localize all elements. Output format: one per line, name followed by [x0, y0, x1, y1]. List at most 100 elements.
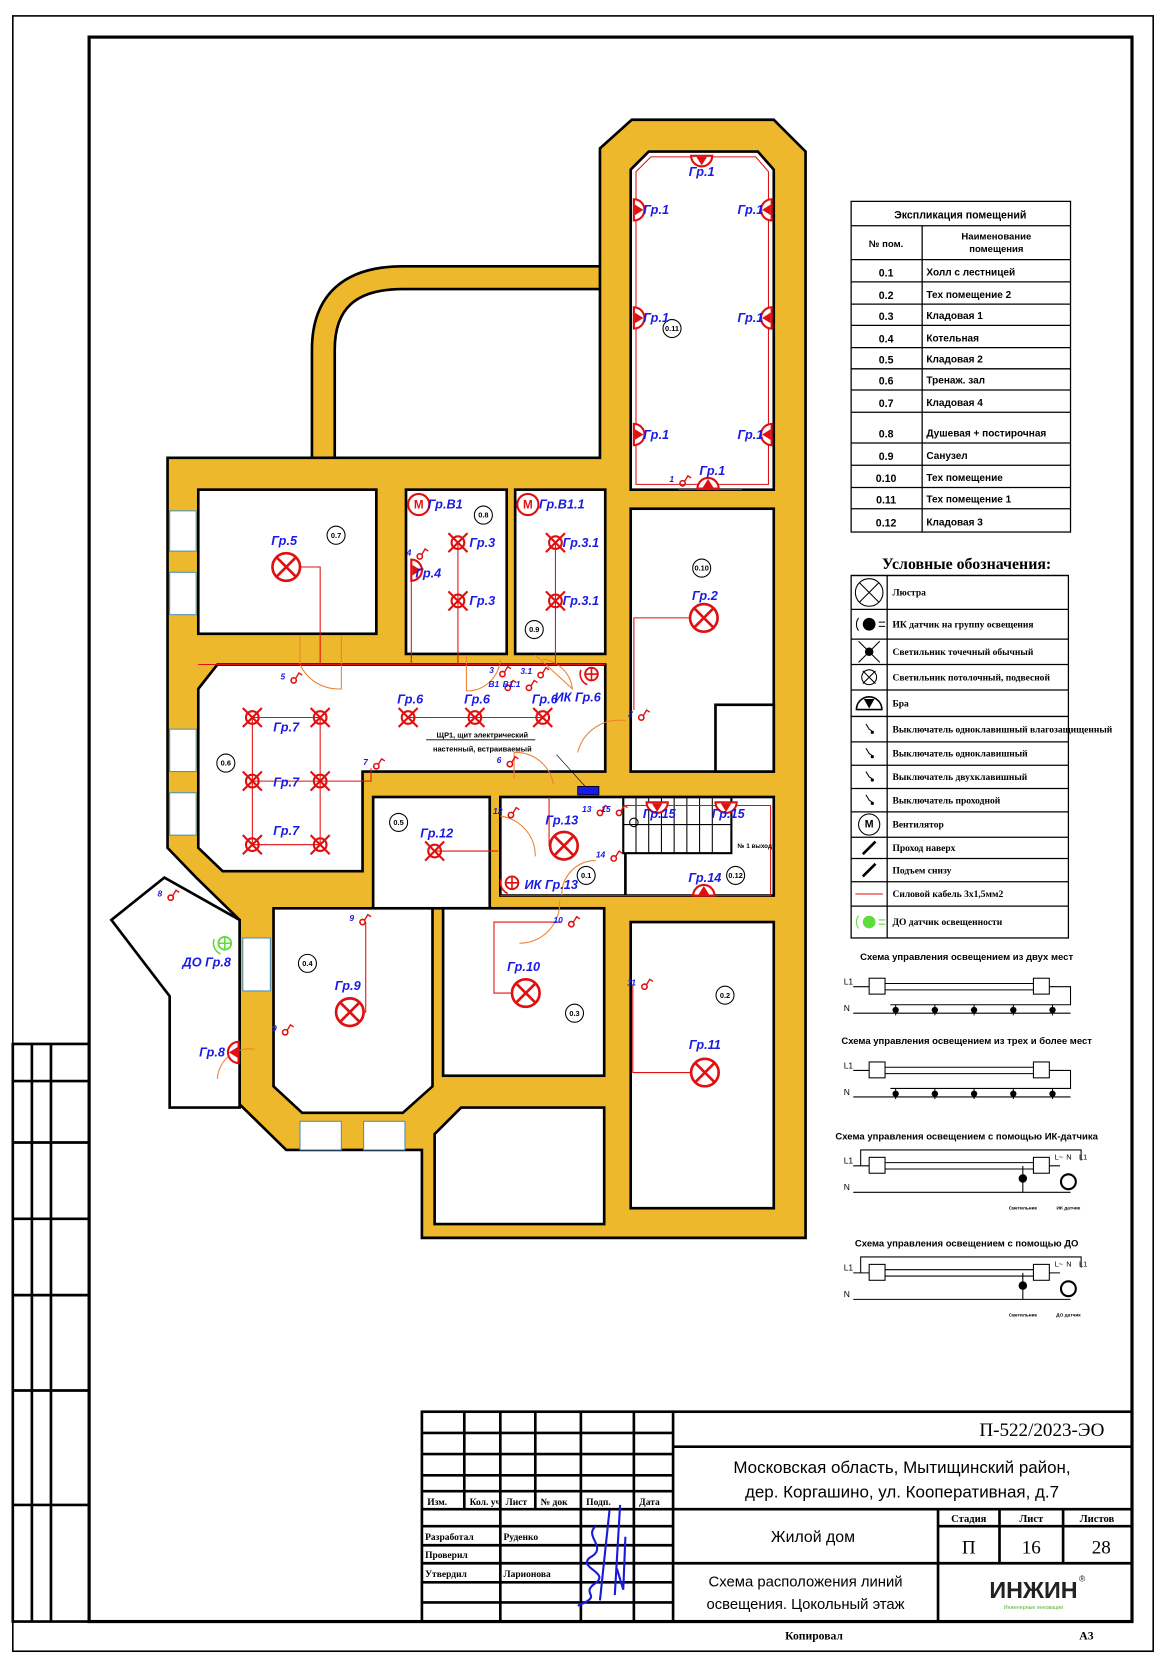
fixture-chandelier[interactable]: Гр.10: [507, 959, 541, 1009]
fixture-sconce[interactable]: Гр.14: [688, 870, 721, 897]
scheme-n-label: N: [844, 1003, 850, 1013]
switch-number: 1: [669, 474, 674, 484]
fixture-do[interactable]: ДО Гр.8: [182, 935, 233, 970]
fixture-sconce[interactable]: Гр.4: [410, 558, 441, 582]
legend-row: Бра: [851, 689, 1069, 711]
light-switch[interactable]: 6: [497, 755, 519, 768]
light-switch[interactable]: 15: [601, 804, 628, 817]
light-switch[interactable]: 10: [553, 915, 581, 928]
fixture-sconce[interactable]: Гр.1: [689, 154, 715, 179]
chandelier-icon: [510, 977, 541, 1009]
switch-icon: [530, 679, 538, 687]
fixture-spot[interactable]: Гр.3: [447, 590, 495, 612]
fixture-chandelier[interactable]: Гр.13: [545, 813, 580, 861]
light-switch[interactable]: 9: [272, 1023, 295, 1036]
stage-label: Стадия: [951, 1514, 987, 1525]
room-name-cell: Кладовая 1: [926, 311, 983, 322]
spot-icon: [397, 707, 419, 728]
switch-number: 4: [406, 547, 412, 557]
fixture-spot[interactable]: Гр.3.1: [545, 590, 599, 612]
room-0-6: [196, 663, 607, 873]
room-number-tag: 0.5: [389, 812, 409, 832]
sconce-icon: [410, 558, 423, 582]
fixture-group-label: Гр.В1: [428, 497, 463, 512]
spot-icon: [309, 770, 331, 792]
fixture-chandelier[interactable]: Гр.5: [271, 533, 302, 583]
fixture-group-label: Гр.8: [199, 1045, 226, 1060]
fixture-spot[interactable]: Гр.6: [532, 692, 559, 728]
fixture-spot[interactable]: Гр.7: [242, 770, 300, 792]
fixture-spot[interactable]: Гр.7: [242, 823, 300, 855]
room-0-11: [629, 150, 776, 491]
fixture-sconce[interactable]: Гр.1: [632, 306, 669, 330]
room-number-cell: 0.11: [876, 494, 896, 506]
fixture-spot[interactable]: [309, 707, 331, 728]
switch-number: 12: [493, 806, 503, 816]
light-switch[interactable]: 1: [669, 474, 692, 487]
fixture-group-label: Гр.15: [643, 806, 677, 821]
role-label: Утвердил: [425, 1570, 467, 1580]
fixture-sconce[interactable]: Гр.1: [738, 306, 773, 330]
light-switch[interactable]: 5: [280, 671, 303, 684]
fixture-sconce[interactable]: Гр.1: [632, 422, 669, 447]
fixture-spot[interactable]: Гр.3.1: [545, 532, 599, 553]
title-block-column-header: Подп.: [586, 1498, 611, 1508]
fixture-spot[interactable]: [309, 770, 331, 792]
light-switch[interactable]: 8: [158, 889, 180, 902]
address-line-1: Московская область, Мытищинский район,: [733, 1458, 1070, 1477]
fixture-sconce[interactable]: Гр.1: [632, 198, 669, 222]
rooms-table-col-name-2: помещения: [969, 244, 1023, 255]
fixture-chandelier[interactable]: Гр.9: [334, 978, 365, 1028]
light-switch[interactable]: 11: [627, 978, 654, 991]
fixture-spot[interactable]: Гр.6: [397, 692, 424, 728]
light-switch[interactable]: 13: [582, 804, 609, 817]
fixture-spot[interactable]: Гр.3: [447, 532, 495, 553]
legend-row: ИК датчик на группу освещения: [851, 608, 1069, 631]
fixture-group-label: Гр.9: [335, 978, 362, 993]
light-switch[interactable]: 3: [489, 665, 512, 678]
fixture-sconce[interactable]: Гр.8: [199, 1040, 240, 1065]
scheme-sensor-label: ДО датчик: [1056, 1312, 1081, 1318]
room-small: [714, 703, 776, 773]
room-number-tag: 0.2: [715, 985, 735, 1005]
light-switch[interactable]: 4: [406, 547, 429, 560]
room-number-tag: 0.7: [326, 525, 346, 545]
light-switch[interactable]: В1.1: [503, 679, 538, 692]
fixture-spot[interactable]: Гр.6: [464, 692, 491, 728]
chandelier-icon: [854, 578, 884, 607]
room-name-cell: Тех помещение 1: [926, 494, 1011, 505]
fixture-ir[interactable]: ИК Гр.6: [555, 666, 602, 705]
light-switch[interactable]: 9: [349, 913, 372, 926]
sheets-label: Листов: [1080, 1514, 1115, 1525]
panel-note-1: ЩР1, щит электрический: [437, 731, 529, 740]
fixture-sconce[interactable]: Гр.15: [643, 801, 677, 821]
light-switch[interactable]: 3.1: [520, 666, 550, 679]
light-switch[interactable]: 12: [493, 806, 520, 819]
light-switch[interactable]: 7: [363, 757, 386, 770]
fixture-chandelier[interactable]: Гр.2: [688, 588, 719, 633]
room-number-cell: 0.6: [879, 376, 894, 388]
fixture-ir[interactable]: ИК Гр.13: [499, 875, 578, 895]
wiring-scheme: Схема управления освещением с помощью ИК…: [835, 1131, 1098, 1211]
room-number-cell: 0.9: [879, 451, 894, 463]
fixture-sconce[interactable]: Гр.15: [712, 801, 746, 821]
switch-icon: [172, 889, 180, 896]
light-switch[interactable]: 14: [596, 849, 623, 862]
fixture-sconce[interactable]: Гр.1: [738, 198, 773, 222]
room-number: 0.7: [331, 531, 341, 540]
ir-icon: [579, 666, 599, 686]
light-switch[interactable]: В1: [488, 679, 517, 692]
fixture-spot[interactable]: Гр.12: [420, 825, 453, 862]
light-switch[interactable]: 2: [627, 708, 651, 721]
fixture-sconce[interactable]: Гр.1: [696, 463, 725, 490]
fixture-chandelier[interactable]: Гр.11: [689, 1037, 721, 1088]
fixture-spot[interactable]: Гр.7: [242, 707, 300, 734]
fixture-sconce[interactable]: Гр.1: [738, 422, 773, 447]
title-block-column-header: Изм.: [427, 1498, 447, 1508]
scheme-nout-label: N: [1066, 1152, 1071, 1161]
fixture-spot[interactable]: [309, 834, 331, 855]
